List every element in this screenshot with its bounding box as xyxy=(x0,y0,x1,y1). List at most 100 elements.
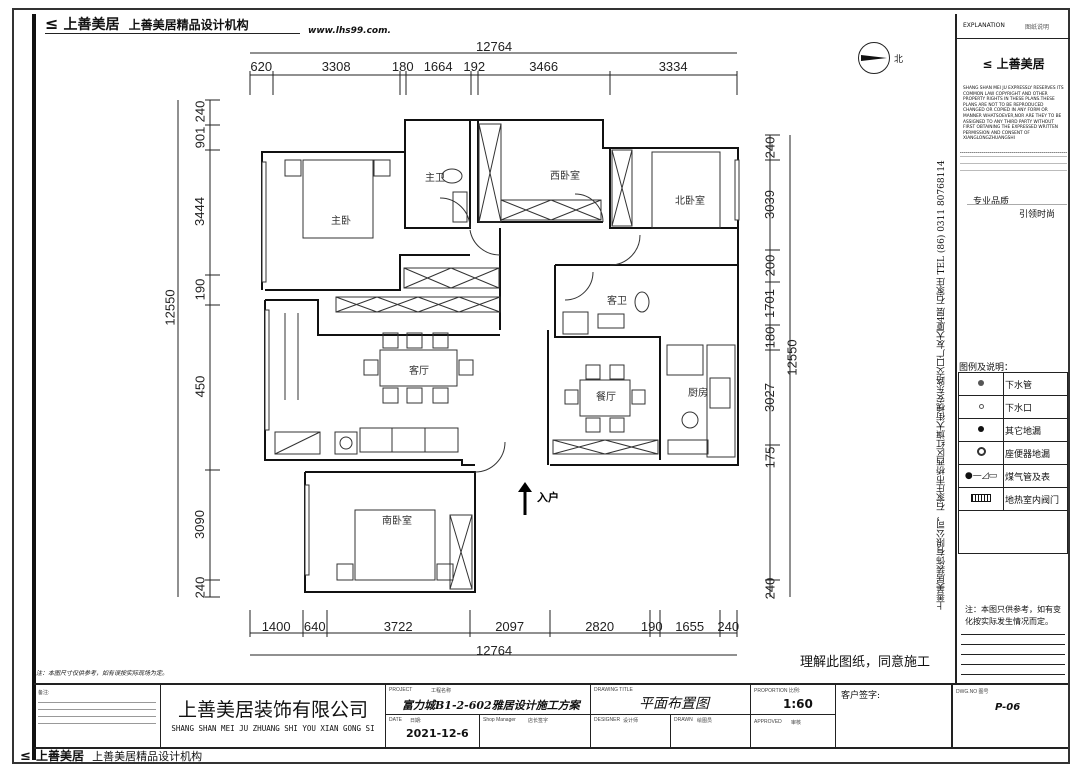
footer-logo: ≤ 上善美居 上善美居精品设计机构 xyxy=(20,745,202,764)
project-name: 富力城B1-2-602雅居设计施工方案 xyxy=(402,699,580,712)
bottom-total-dimension: 12764 xyxy=(476,643,513,658)
entrance-label: 入户 xyxy=(537,491,559,504)
binding-bar xyxy=(32,14,36,760)
copyright-cn-lines xyxy=(960,151,1067,171)
left-dimension-label: 240 xyxy=(192,100,208,123)
legend-label: 下水管 xyxy=(1003,372,1068,396)
panel-logo-text: 上善美居 xyxy=(996,57,1045,71)
approval-note: 理解此图纸，同意施工 xyxy=(800,655,931,670)
copyright-text: SHANG SHAN MEI JU EXPRESSLY RESERVES ITS… xyxy=(963,86,1064,142)
header-underline xyxy=(45,33,300,34)
left-dimension-label: 3090 xyxy=(192,510,208,539)
legend-label: 下水口 xyxy=(1003,395,1068,419)
top-dimension-label: 1664 xyxy=(423,59,453,74)
legend-row: 下水管 xyxy=(958,372,1068,396)
shop-manager-label: Shop Manager xyxy=(483,717,516,723)
right-dimension-label: 175 xyxy=(762,446,778,468)
date-label-cn: 日期: xyxy=(410,718,422,724)
room-label-north-bedroom: 北卧室 xyxy=(675,196,705,207)
dwg-no-label: DWG.NO 图号 xyxy=(956,689,989,695)
header-logo: ≤ 上善美居 上善美居精品设计机构 xyxy=(45,14,249,34)
remarks-label: 备注: xyxy=(38,690,50,696)
bottom-dimension-label: 2820 xyxy=(585,619,615,634)
bottom-dimension-label: 240 xyxy=(717,619,740,634)
left-total-dimension: 12550 xyxy=(162,289,178,326)
room-label-living-room: 客厅 xyxy=(409,366,429,377)
brand-logo-text: 上善美居 xyxy=(63,17,120,33)
room-label-west-bedroom: 西卧室 xyxy=(550,171,580,182)
legend-row: 座便器地漏 xyxy=(958,441,1068,465)
top-dimension-label: 3334 xyxy=(658,59,688,74)
footer-logo-text: 上善美居 xyxy=(36,749,85,763)
drawing-title-label: DRAWING TITLE xyxy=(594,687,633,693)
bottom-dimension-label: 2097 xyxy=(495,619,525,634)
designer-cn: 设计师 xyxy=(623,718,639,724)
top-total-dimension: 12764 xyxy=(476,39,513,54)
brand-mark-icon: ≤ xyxy=(45,14,59,33)
reference-note: 注：本图只供参考，如有变化按实际发生情况而定。 xyxy=(965,605,1061,626)
company-name: 上善美居装饰有限公司 xyxy=(177,699,368,721)
top-dimension-label: 3466 xyxy=(529,59,559,74)
right-dimension-label: 3027 xyxy=(762,382,778,412)
panel-rule-lines xyxy=(961,634,1065,682)
drawn-cn: 绘图员 xyxy=(697,718,713,724)
dimension-note: 注：本图尺寸仅供参考，如有误按实际现场为定。 xyxy=(36,670,169,677)
brand-slogan: 上善美居精品设计机构 xyxy=(128,18,249,32)
floor-drain-icon xyxy=(978,426,984,432)
left-dimension-label: 190 xyxy=(192,278,208,301)
legend-label: 其它地漏 xyxy=(1003,418,1068,442)
legend-label: 煤气管及表 xyxy=(1003,464,1068,488)
dwg-no-value: P-06 xyxy=(995,702,1021,713)
legend-row: 其它地漏 xyxy=(958,418,1068,442)
room-label-master-bedroom: 主卧 xyxy=(331,216,351,227)
right-dimension-label: 3039 xyxy=(762,190,778,219)
shop-manager-cn: 店长签字 xyxy=(528,718,549,724)
approved-cn: 审核 xyxy=(791,720,802,726)
date-label: DATE xyxy=(389,717,402,723)
date-value: 2021-12-6 xyxy=(406,727,469,740)
entrance-arrow-icon xyxy=(518,482,532,492)
website-link: www.lhs99.com. xyxy=(308,26,391,36)
toilet-floor-drain-icon xyxy=(976,447,986,456)
north-compass-icon xyxy=(858,42,890,74)
proportion-value: 1:60 xyxy=(783,697,813,711)
left-dimension-label: 3444 xyxy=(192,197,208,226)
drain-pipe-icon xyxy=(978,380,984,386)
bottom-dimension-label: 1655 xyxy=(675,619,705,634)
legend-label: 地热室内阀门 xyxy=(1003,487,1068,511)
legend-row: 下水口 xyxy=(958,395,1068,419)
explanation-panel: EXPLANATION 图纸说明 ≤ 上善美居 SHANG SHAN MEI J… xyxy=(955,14,1070,683)
panel-logo: ≤ 上善美居 xyxy=(957,55,1070,72)
bottom-dimension-label: 640 xyxy=(303,619,326,634)
motto-quality: 专业品质 xyxy=(973,197,1010,207)
left-dimension-label: 450 xyxy=(192,375,208,398)
project-label: PROJECT xyxy=(389,687,413,693)
proportion-label: PROPORTION 比例: xyxy=(754,688,801,694)
floor-heating-valve-icon xyxy=(971,493,991,502)
left-dimension-label: 901 xyxy=(192,126,208,149)
right-dimension-label: 200 xyxy=(762,254,778,277)
top-dimension-label: 180 xyxy=(391,59,414,74)
drawing-title: 平面布置图 xyxy=(639,696,709,712)
brand-mark-icon: ≤ xyxy=(20,749,31,764)
top-dimension-label: 3308 xyxy=(321,59,351,74)
project-label-cn: 工程名称 xyxy=(431,688,452,694)
room-label-south-bedroom: 南卧室 xyxy=(382,516,412,527)
right-total-dimension: 12550 xyxy=(784,339,800,376)
legend-title: 图例及说明： xyxy=(959,363,1014,373)
bottom-dimension-label: 1400 xyxy=(261,619,291,634)
motto-fashion: 引领时尚 xyxy=(1019,210,1056,220)
legend-row: ●—◿▭煤气管及表 xyxy=(958,464,1068,488)
company-pinyin: SHANG SHAN MEI JU ZHUANG SHI YOU XIAN GO… xyxy=(171,724,375,733)
bottom-dimension-label: 190 xyxy=(640,619,663,634)
brand-mark-icon: ≤ xyxy=(982,57,997,71)
title-block: 备注: 上善美居装饰有限公司 SHANG SHAN MEI JU ZHUANG … xyxy=(34,683,1068,749)
drawn-label: DRAWN xyxy=(674,717,693,723)
right-dimension-label: 240 xyxy=(762,577,778,599)
designer-label: DESIGNER xyxy=(594,717,621,723)
legend-label: 座便器地漏 xyxy=(1003,441,1068,465)
approved-label: APPROVED xyxy=(754,719,782,725)
explanation-cn-label: 图纸说明 xyxy=(1025,24,1050,31)
legend-row: 地热室内阀门 xyxy=(958,487,1068,511)
footer-slogan: 上善美居精品设计机构 xyxy=(92,750,203,763)
